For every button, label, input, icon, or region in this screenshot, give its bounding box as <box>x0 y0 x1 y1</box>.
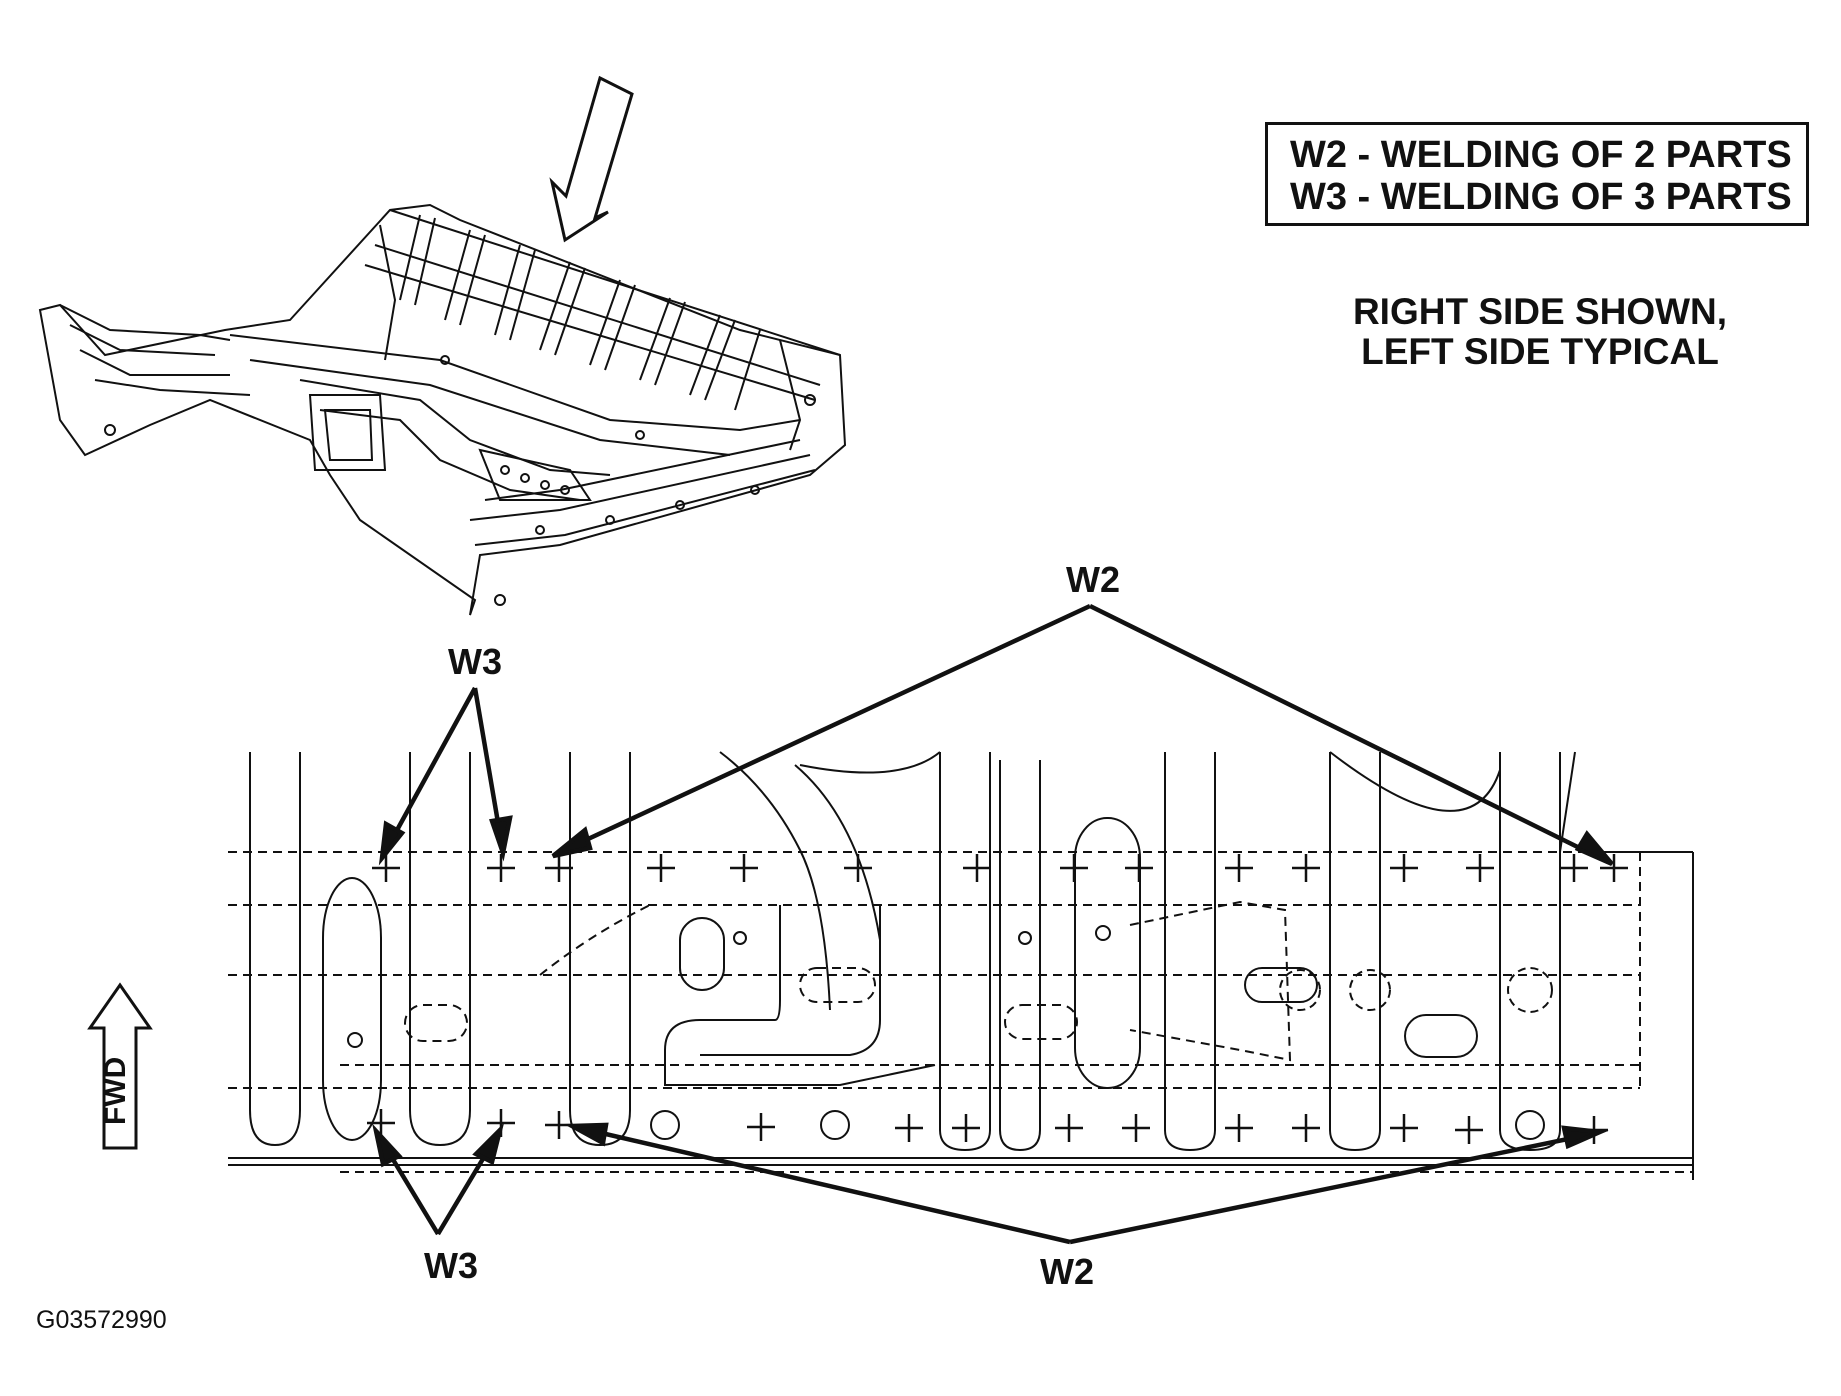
callout-leaders <box>372 603 1614 1245</box>
rocker-panel-detail <box>228 751 1694 1180</box>
callout-w3-top: W3 <box>448 641 502 682</box>
floor-pan-illustration <box>38 203 847 616</box>
figure-id: G03572990 <box>36 1306 167 1334</box>
side-note-line1: RIGHT SIDE SHOWN, <box>1352 291 1728 332</box>
legend-w3: W3 - WELDING OF 3 PARTS <box>1290 176 1792 218</box>
fwd-arrow <box>87 982 153 1150</box>
legend-w2: W2 - WELDING OF 2 PARTS <box>1290 134 1792 176</box>
callout-w2-bottom: W2 <box>1040 1251 1094 1292</box>
callout-w2-top: W2 <box>1066 559 1120 600</box>
callout-w3-bottom: W3 <box>424 1245 478 1286</box>
side-note-line2: LEFT SIDE TYPICAL <box>1361 331 1719 372</box>
weld-legend: W2 - WELDING OF 2 PARTS W3 - WELDING OF … <box>1265 122 1809 226</box>
weld-markers-top <box>372 854 1628 882</box>
view-direction-arrow <box>549 75 634 243</box>
fwd-label: FWD <box>99 1056 132 1125</box>
